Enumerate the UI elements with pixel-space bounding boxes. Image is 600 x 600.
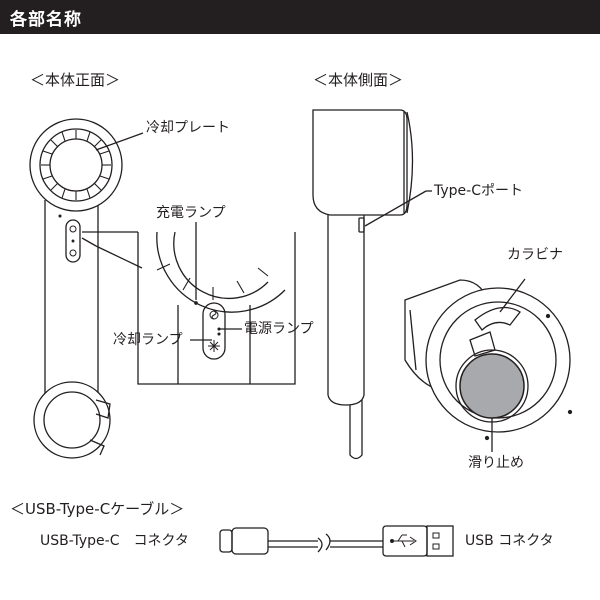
lamp-detail-inset [137, 231, 296, 385]
type-c-connector-label: USB-Type-C コネクタ [40, 533, 189, 549]
header-bar [0, 0, 600, 34]
snowflake-icon [208, 340, 220, 352]
front-view-heading: ＜本体正面＞ [30, 71, 121, 89]
carabiner-label: カラビナ [507, 247, 563, 263]
anti-slip-label: 滑り止め [468, 455, 524, 471]
cooling-plate-label: 冷却プレート [146, 120, 230, 136]
carabiner-detail [404, 279, 573, 441]
cooling-lamp-label: 冷却ランプ [113, 332, 183, 348]
fan-icon [209, 310, 219, 320]
power-lamp-label: 電源ランプ [244, 321, 314, 337]
page-title: 各部名称 [10, 10, 82, 30]
front-view-device [29, 118, 123, 459]
cable-heading: ＜USB-Type-Cケーブル＞ [10, 500, 185, 518]
side-view-heading: ＜本体側面＞ [313, 71, 404, 89]
usb-connector-label: USB コネクタ [465, 533, 554, 549]
usb-symbol-icon [390, 534, 417, 548]
usb-cable [219, 525, 454, 557]
charge-lamp-label: 充電ランプ [156, 205, 226, 221]
type-c-port-label: Type-Cポート [434, 183, 523, 199]
side-view-device [312, 109, 414, 460]
